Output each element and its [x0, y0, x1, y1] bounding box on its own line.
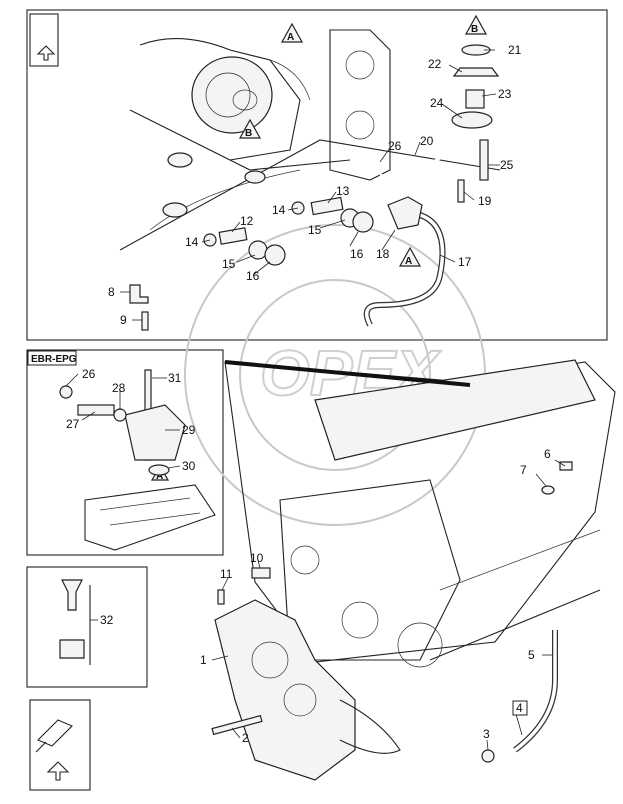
callout-14-right: 14: [272, 203, 286, 217]
callout-28: 28: [112, 381, 126, 395]
callout-7: 7: [520, 463, 527, 477]
callout-1: 1: [200, 653, 207, 667]
callout-16-right: 16: [350, 247, 364, 261]
turbocharger: [139, 38, 311, 161]
callout-15-left: 15: [222, 257, 236, 271]
callout-6: 6: [544, 447, 551, 461]
bracket-8-bolt-9: [129, 284, 149, 331]
view-marker-b-top: B: [238, 118, 262, 139]
top-panel-frame: [26, 9, 608, 341]
callout-3: 3: [483, 727, 490, 741]
callout-29: 29: [182, 423, 196, 437]
callout-19: 19: [478, 194, 492, 208]
callout-9: 9: [120, 313, 127, 327]
bolt-2: [211, 714, 263, 736]
svg-text:B: B: [471, 24, 478, 35]
part-32-inset-frame: [26, 566, 148, 688]
callout-10: 10: [250, 551, 264, 565]
callout-4-box: [512, 700, 528, 716]
callout-25: 25: [500, 158, 514, 172]
callout-2: 2: [242, 731, 249, 745]
engine-block-main: [224, 359, 616, 668]
callout-15-right: 15: [308, 223, 322, 237]
callout-23: 23: [498, 87, 512, 101]
callout-27: 27: [66, 417, 80, 431]
orientation-inset-frame: [29, 699, 91, 791]
callout-5: 5: [528, 648, 535, 662]
inset-title-box: [27, 350, 77, 366]
connector-line: [224, 360, 471, 387]
inset-title: EBR-EPG: [31, 354, 77, 365]
callout-24: 24: [430, 96, 444, 110]
callout-12: 12: [240, 214, 254, 228]
ebr-epg-parts: [59, 369, 216, 551]
view-marker-a-mid: A: [398, 246, 422, 267]
part-32: [59, 579, 91, 665]
callout-30: 30: [182, 459, 196, 473]
callout-20: 20: [420, 134, 434, 148]
svg-text:A: A: [405, 256, 412, 267]
svg-text:B: B: [245, 128, 252, 139]
svg-text:A: A: [156, 471, 163, 482]
up-arrow-icon-bottom: [46, 761, 70, 781]
gaskets-top-left: [162, 152, 266, 218]
callout-21: 21: [508, 43, 522, 57]
svg-text:A: A: [287, 32, 294, 43]
sleeves-12-16: [203, 196, 374, 266]
oil-pipe-4-5: [481, 630, 558, 763]
callout-18: 18: [376, 247, 390, 261]
callout-26-top: 26: [388, 139, 402, 153]
engine-block-top: [119, 29, 501, 251]
engine-orientation-icon: [35, 719, 73, 753]
callout-4: 4: [516, 701, 523, 715]
callout-32: 32: [100, 613, 114, 627]
callout-26-inset: 26: [82, 367, 96, 381]
leader-lines: [65, 49, 566, 751]
callout-16-left: 16: [246, 269, 260, 283]
fitting-stack-21-25: [451, 44, 500, 203]
callout-22: 22: [428, 57, 442, 71]
view-marker-b-right: B: [464, 14, 488, 35]
callout-11: 11: [220, 567, 233, 581]
callout-31: 31: [168, 371, 182, 385]
callout-17: 17: [458, 255, 472, 269]
up-arrow-icon: [36, 45, 56, 61]
orientation-thumb-top: [29, 13, 59, 67]
small-parts-6-7-10-11: [217, 461, 573, 605]
callout-labels: 21 22 23 24 25 19 20 26 17 18 16 13 12 1…: [66, 43, 551, 745]
elbow-18: [387, 196, 423, 230]
view-marker-a-top: A: [280, 22, 304, 43]
callout-13: 13: [336, 184, 350, 198]
ebr-epg-inset-frame: [26, 349, 224, 556]
oil-pump: [214, 599, 401, 781]
callout-8: 8: [108, 285, 115, 299]
callout-14-left: 14: [185, 235, 199, 249]
